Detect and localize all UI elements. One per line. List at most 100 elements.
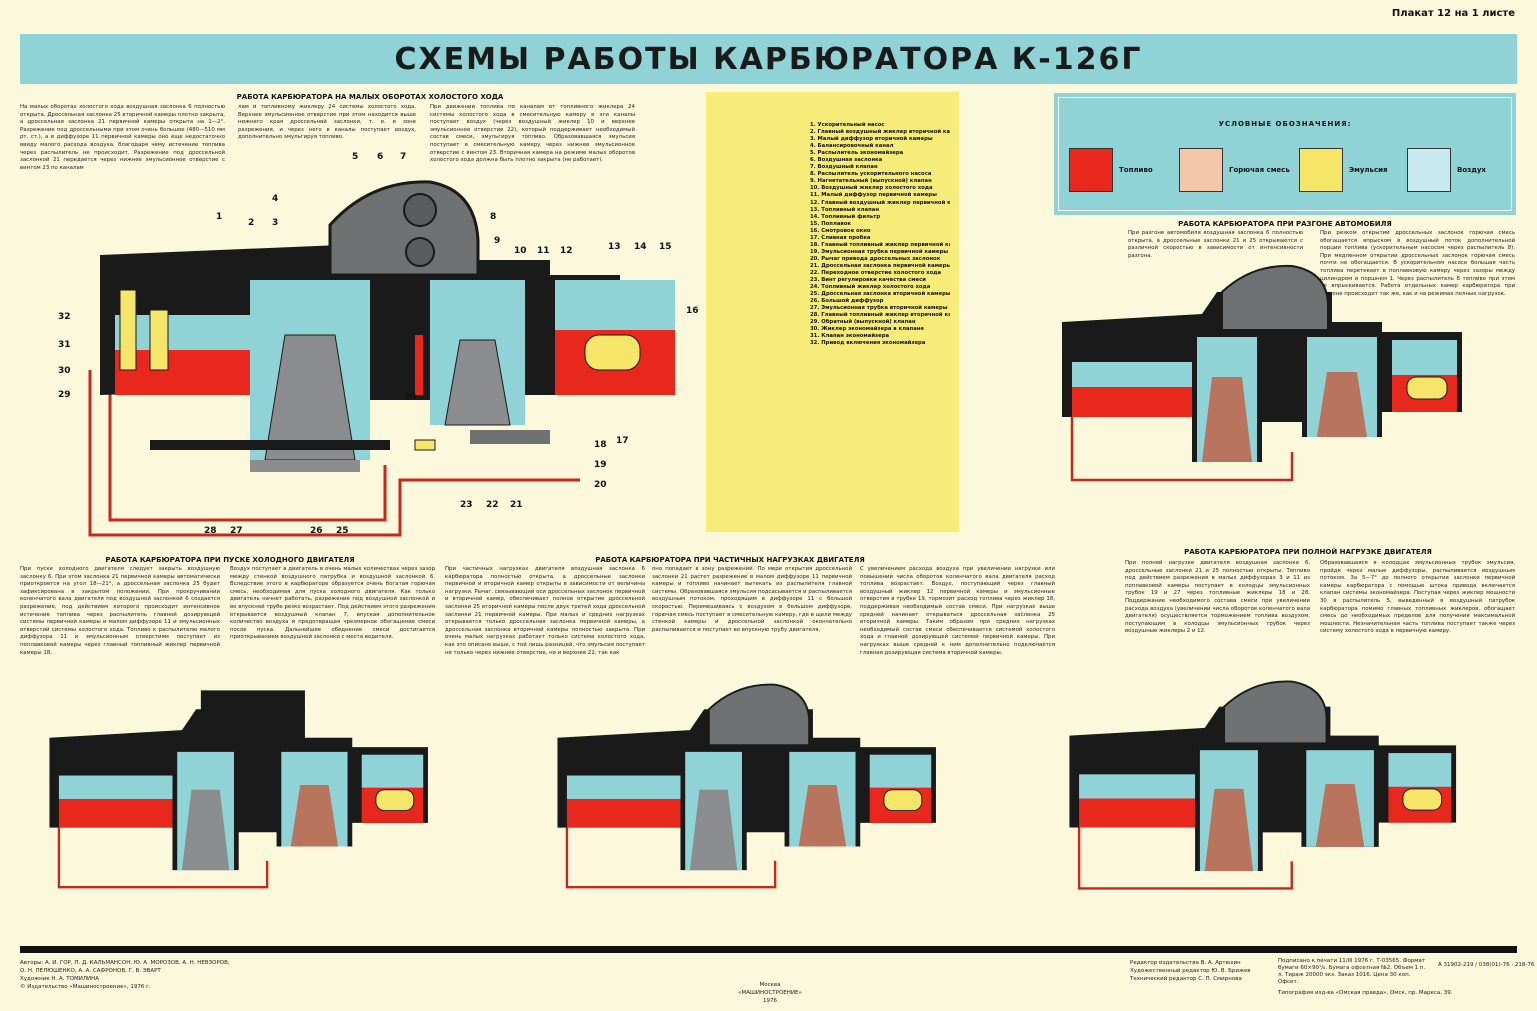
legend-item-air: Воздух xyxy=(1407,148,1486,192)
parts-legend-item: 32. Привод включения экономайзера xyxy=(810,340,926,347)
callout-5: 5 xyxy=(352,152,359,162)
parts-legend-item: 20. Рычаг привода дроссельных заслонок xyxy=(810,255,941,262)
callout-28: 28 xyxy=(204,526,217,536)
lower-housing xyxy=(150,440,390,450)
callout-16: 16 xyxy=(686,306,699,316)
footer-year: 1976 xyxy=(763,998,777,1004)
callout-14: 14 xyxy=(634,242,647,252)
mixture-screw xyxy=(414,439,436,451)
callout-7: 7 xyxy=(400,152,407,162)
title-band: СХЕМЫ РАБОТЫ КАРБЮРАТОРА К-126Г xyxy=(20,34,1517,84)
footer-artist: Художник Н. А. ТОМИЛИНА xyxy=(20,976,99,982)
diagram-partial-load xyxy=(557,683,936,889)
float-chamber-air-right xyxy=(555,280,675,330)
section-heading-partial-load: РАБОТА КАРБЮРАТОРА ПРИ ЧАСТИЧНЫХ НАГРУЗК… xyxy=(595,556,865,564)
text-full-1: При полной нагрузке двигателя воздушная … xyxy=(1125,560,1310,635)
float xyxy=(584,334,641,371)
diagram-cold-start xyxy=(49,690,428,889)
callout-24: 24 xyxy=(404,392,417,402)
parts-legend-item: 10. Воздушный жиклер холостого хода xyxy=(810,185,933,192)
footer-print-1: Подписано к печати 11/III 1976 г. Т-0356… xyxy=(1278,958,1426,985)
legend-item-emulsion: Эмульсия xyxy=(1299,148,1388,192)
parts-legend-item: 2. Главный воздушный жиклер вторичной ка… xyxy=(810,129,950,136)
callout-26: 26 xyxy=(310,526,323,536)
text-partial-2: оно попадает в зону разрежений. По мере … xyxy=(652,566,852,633)
callout-22: 22 xyxy=(486,500,499,510)
callout-31: 31 xyxy=(58,340,71,350)
text-idle-1: На малых оборотах холостого хода воздушн… xyxy=(20,104,225,171)
idle-fuel-jet xyxy=(415,335,423,395)
text-cold-1: При пуске холодного двигателя следует за… xyxy=(20,566,220,656)
float-chamber-air-left xyxy=(115,315,255,350)
section-heading-full-load: РАБОТА КАРБЮРАТОРА ПРИ ПОЛНОЙ НАГРУЗКЕ Д… xyxy=(1184,548,1432,556)
parts-legend-item: 21. Дроссельная заслонка первичной камер… xyxy=(810,262,950,269)
parts-legend-item: 11. Малый диффузор первичной камеры xyxy=(810,192,937,199)
parts-legend-item: 27. Эмульсионная трубка вторичной камеры xyxy=(810,305,948,312)
swatch-mixture xyxy=(1179,148,1223,192)
callout-13: 13 xyxy=(608,242,621,252)
parts-legend-item: 17. Сливная пробка xyxy=(810,234,871,241)
footer-editor-1: Редактор издательства В. А. Артюхин xyxy=(1130,960,1241,966)
callout-18: 18 xyxy=(594,440,607,450)
legend-label-mixture: Горючая смесь xyxy=(1229,166,1290,174)
text-accel-1: При разгоне автомобиля воздушная заслонк… xyxy=(1128,230,1303,259)
parts-legend-item: 6. Воздушная заслонка xyxy=(810,157,883,164)
page-title: СХЕМЫ РАБОТЫ КАРБЮРАТОРА К-126Г xyxy=(394,41,1143,77)
parts-legend-item: 30. Жиклер экономайзера в клапане xyxy=(810,326,925,333)
parts-legend-item: 5. Распылитель экономайзера xyxy=(810,150,904,157)
section-heading-cold-start: РАБОТА КАРБЮРАТОРА ПРИ ПУСКЕ ХОЛОДНОГО Д… xyxy=(105,556,355,564)
footer-publisher: «МАШИНОСТРОЕНИЕ» xyxy=(738,990,802,996)
parts-legend-item: 18. Главный топливный жиклер первичной к… xyxy=(810,241,950,248)
parts-legend-item: 12. Главный воздушный жиклер первичной к… xyxy=(810,199,950,206)
air-valve-lower xyxy=(405,237,435,267)
callout-15: 15 xyxy=(659,242,672,252)
footer-print-2: Типография изд-ва «Омская правда», Омск,… xyxy=(1278,990,1453,996)
section-heading-acceleration: РАБОТА КАРБЮРАТОРА ПРИ РАЗГОНЕ АВТОМОБИЛ… xyxy=(1178,220,1392,228)
callout-11: 11 xyxy=(537,246,550,256)
callout-25: 25 xyxy=(336,526,349,536)
symbols-legend-title: УСЛОВНЫЕ ОБОЗНАЧЕНИЯ: xyxy=(1218,120,1352,128)
parts-legend-item: 1. Ускорительный насос xyxy=(810,122,885,128)
parts-legend-item: 13. Топливный клапан xyxy=(810,206,880,213)
callout-30: 30 xyxy=(58,366,71,376)
parts-legend-item: 19. Эмульсионная трубка первичной камеры xyxy=(810,248,949,255)
text-partial-1: При частичных нагрузках двигателя воздуш… xyxy=(445,566,645,656)
callout-23: 23 xyxy=(460,500,473,510)
footer-editor-3: Технический редактор С. П. Смирнова xyxy=(1130,976,1242,982)
parts-legend-item: 9. Нагнетательный (выпускной) клапан xyxy=(810,178,932,185)
callout-9: 9 xyxy=(494,236,501,246)
text-partial-3: С увеличением расхода воздуха при увелич… xyxy=(860,566,1055,656)
callout-8: 8 xyxy=(490,212,497,222)
footer-code: А 31902-219 / 038(01)-76 · 218-76 xyxy=(1438,962,1535,968)
callout-4: 4 xyxy=(272,194,279,204)
poster-number: Плакат 12 на 1 листе xyxy=(1391,8,1515,19)
parts-legend-item: 24. Топливный жиклер холостого хода xyxy=(810,284,931,291)
callout-6: 6 xyxy=(377,152,384,162)
parts-legend-item: 8. Распылитель ускорительного насоса xyxy=(810,171,932,178)
text-accel-2: При резком открытии дроссельных заслонок… xyxy=(1320,230,1515,297)
air-horn-dome xyxy=(328,180,480,277)
callout-19: 19 xyxy=(594,460,607,470)
footer-authors-2: О. Н. ПЕЛЮШЕНКО, А. А. САФРОНОВ, Г. В. Э… xyxy=(20,968,161,974)
legend-label-fuel: Топливо xyxy=(1119,166,1153,174)
legend-label-air: Воздух xyxy=(1457,166,1486,174)
footer-copyright: © Издательство «Машиностроение», 1976 г. xyxy=(20,984,151,990)
callout-27: 27 xyxy=(230,526,243,536)
throttle-lever xyxy=(470,430,550,444)
callout-29: 29 xyxy=(58,390,71,400)
parts-legend-item: 31. Клапан экономайзера xyxy=(810,333,890,340)
diagram-full-load xyxy=(1069,680,1457,890)
main-carburetor-diagram xyxy=(88,180,675,537)
parts-legend-item: 25. Дроссельная заслонка вторичной камер… xyxy=(810,291,950,298)
legend-label-emulsion: Эмульсия xyxy=(1349,166,1388,174)
parts-legend-item: 4. Балансировочный канал xyxy=(810,143,894,150)
fuel-line-inner xyxy=(108,380,387,522)
parts-legend-item: 29. Обратный (выпускной) клапан xyxy=(810,319,916,326)
text-idle-2: лам и топливному жиклеру 24 системы холо… xyxy=(238,104,416,141)
callout-32: 32 xyxy=(58,312,71,322)
symbols-legend: УСЛОВНЫЕ ОБОЗНАЧЕНИЯ: Топливо Горючая см… xyxy=(1054,93,1516,215)
callout-12: 12 xyxy=(560,246,573,256)
swatch-fuel xyxy=(1069,148,1113,192)
